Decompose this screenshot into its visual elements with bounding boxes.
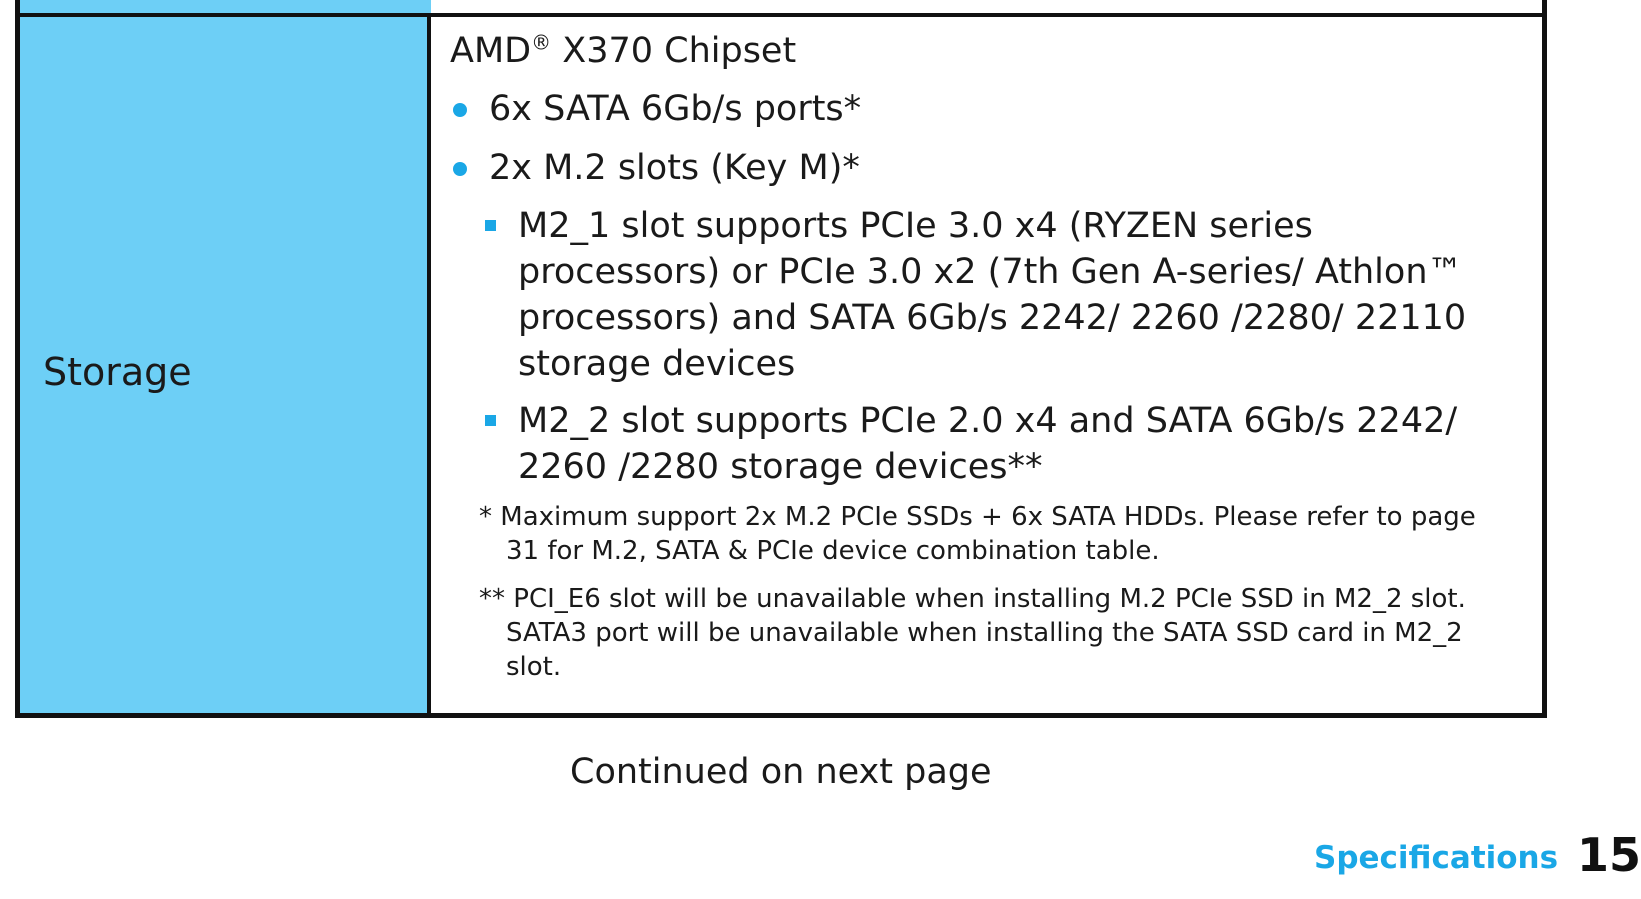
m2-1-line-1: M2_1 slot supports PCIe 3.0 x4 (RYZEN se…	[518, 206, 1313, 246]
bullet-square-icon	[485, 220, 496, 231]
footnote-2-line-3: slot.	[506, 652, 562, 682]
m2-1-line-2: processors) or PCIe 3.0 x2 (7th Gen A-se…	[518, 252, 1463, 292]
bullet-sata-ports: 6x SATA 6Gb/s ports*	[489, 89, 862, 129]
registered-mark: ®	[531, 30, 552, 55]
m2-1-line-4: storage devices	[518, 344, 796, 384]
footer-section-title: Specifications	[1314, 840, 1559, 876]
row-label-cell: Storage	[20, 17, 431, 713]
spec-table: Storage AMD® X370 Chipset 6x SATA 6Gb/s …	[15, 0, 1547, 718]
m2-2-line-2: 2260 /2280 storage devices**	[518, 447, 1043, 487]
previous-row-remnant	[20, 0, 1542, 17]
previous-row-label-cell	[20, 0, 431, 13]
chipset-heading: AMD® X370 Chipset	[450, 31, 796, 71]
footnote-1-line-1: * Maximum support 2x M.2 PCIe SSDs + 6x …	[479, 502, 1476, 532]
continued-on-next-page: Continued on next page	[570, 752, 992, 792]
row-label-storage: Storage	[43, 350, 192, 394]
bullet-square-icon	[485, 415, 496, 426]
footnote-2-line-2: SATA3 port will be unavailable when inst…	[506, 618, 1463, 648]
footnote-1-line-2: 31 for M.2, SATA & PCIe device combinati…	[506, 536, 1160, 566]
bullet-dot-icon	[453, 162, 467, 176]
bullet-dot-icon	[453, 103, 467, 117]
previous-row-value-cell	[431, 0, 1542, 13]
m2-2-line-1: M2_2 slot supports PCIe 2.0 x4 and SATA …	[518, 401, 1458, 441]
footnote-2-line-1: ** PCI_E6 slot will be unavailable when …	[479, 584, 1466, 614]
bullet-m2-slots: 2x M.2 slots (Key M)*	[489, 148, 860, 188]
row-value-cell: AMD® X370 Chipset 6x SATA 6Gb/s ports* 2…	[431, 17, 1542, 713]
chipset-model: X370 Chipset	[551, 31, 797, 71]
m2-1-line-3: processors) and SATA 6Gb/s 2242/ 2260 /2…	[518, 298, 1467, 338]
page-number: 15	[1577, 828, 1641, 882]
chipset-name: AMD	[450, 31, 532, 71]
